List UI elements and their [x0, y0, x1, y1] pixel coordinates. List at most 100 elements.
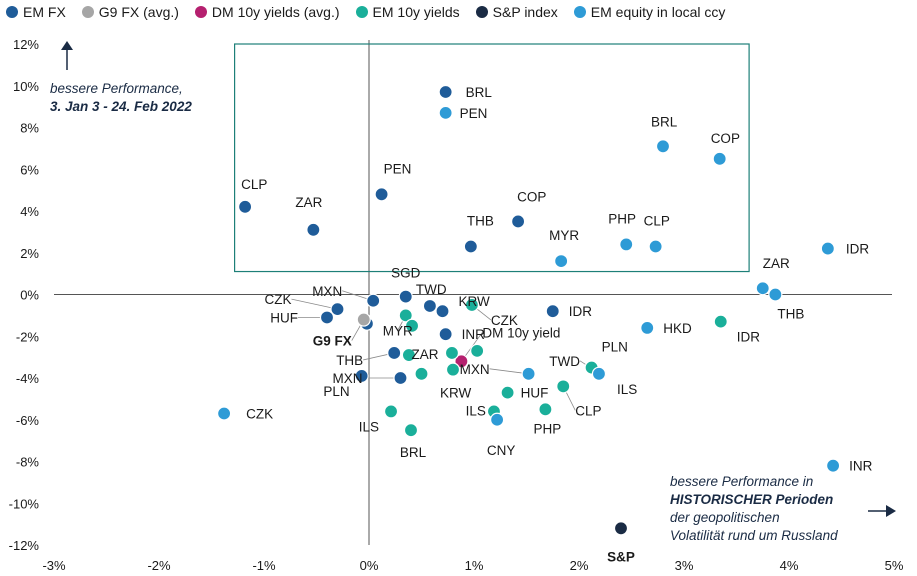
point-label: HUF [270, 310, 298, 325]
y-tick-label: 10% [13, 79, 39, 94]
point-label: MXN [460, 362, 490, 377]
legend-item: G9 FX (avg.) [81, 4, 179, 20]
data-point [655, 139, 671, 154]
data-point [713, 314, 728, 329]
data-point [463, 239, 478, 254]
data-point [464, 297, 479, 313]
legend-item: EM equity in local ccy [573, 4, 725, 20]
point-label: MXN [333, 371, 363, 386]
data-point [755, 281, 770, 296]
data-point [490, 412, 505, 427]
y-tick-label: 2% [20, 246, 39, 261]
data-point [438, 105, 453, 120]
right-arrow-icon [886, 505, 896, 517]
data-point [401, 347, 416, 363]
point-label: KRW [459, 294, 491, 309]
data-point [398, 308, 413, 323]
legend-item: S&P index [475, 4, 558, 20]
point-label: CLP [241, 177, 267, 192]
x-tick-label: -1% [252, 558, 276, 573]
data-point [554, 254, 569, 269]
point-label: KRW [440, 386, 472, 401]
legend-label: G9 FX (avg.) [98, 4, 179, 20]
data-point [538, 402, 553, 417]
point-label: S&P [607, 549, 635, 564]
y-tick-label: 6% [20, 162, 39, 177]
data-point [374, 187, 389, 202]
y-tick-label: -8% [16, 455, 40, 470]
point-label: ZAR [763, 256, 790, 271]
data-point [387, 345, 402, 361]
leader-line [291, 298, 338, 310]
x-tick-label: -2% [147, 558, 171, 573]
x-tick-label: 5% [885, 558, 904, 573]
point-label: MYR [383, 323, 413, 338]
legend-swatch [194, 6, 207, 18]
data-point [648, 239, 663, 254]
data-point [383, 404, 399, 419]
bottom-annotation: bessere Performance in HISTORISCHER Peri… [670, 473, 838, 545]
point-label: PHP [534, 421, 562, 436]
data-point [825, 458, 841, 473]
point-label: HKD [663, 321, 692, 336]
legend-swatch [81, 6, 94, 18]
point-label: G9 FX [313, 334, 352, 349]
x-tick-label: 1% [465, 558, 484, 573]
up-arrow-icon [61, 41, 73, 50]
point-label: ZAR [412, 347, 439, 362]
point-label: BRL [466, 85, 493, 100]
point-label: CNY [487, 443, 516, 458]
y-tick-label: 8% [20, 121, 39, 136]
x-tick-label: 2% [570, 558, 589, 573]
data-point [414, 366, 429, 381]
data-point [319, 310, 335, 325]
point-label: CZK [491, 313, 518, 328]
y-tick-label: -12% [9, 538, 40, 553]
legend-label: DM 10y yields (avg.) [211, 4, 340, 20]
point-label: TWD [549, 354, 580, 369]
x-tick-label: 0% [360, 558, 379, 573]
legend-item: EM 10y yields [355, 4, 460, 20]
data-point [356, 312, 371, 327]
bottom-annotation-line: HISTORISCHER Perioden [670, 492, 834, 507]
data-point [435, 304, 450, 319]
point-label: MXN [312, 284, 342, 299]
data-point [393, 370, 408, 386]
data-point [238, 199, 253, 214]
point-label: IDR [569, 304, 593, 319]
data-point [768, 287, 783, 302]
data-point [712, 151, 727, 166]
top-annotation-line: 3. Jan 3 - 24. Feb 2022 [50, 99, 192, 114]
data-point [403, 423, 419, 438]
point-label: DM 10y yield [482, 325, 560, 340]
y-tick-label: 0% [20, 288, 39, 303]
point-label: BRL [651, 114, 678, 129]
bottom-annotation-line: Volatilität rund um Russland [670, 528, 838, 543]
x-tick-label: 4% [780, 558, 799, 573]
legend-swatch [355, 6, 368, 18]
legend: EM FX G9 FX (avg.) DM 10y yields (avg.) … [6, 2, 725, 22]
data-point [510, 214, 526, 229]
data-point [404, 318, 420, 333]
point-label: ILS [359, 419, 379, 434]
point-label: THB [467, 213, 494, 228]
point-label: HUF [521, 386, 549, 401]
data-point [354, 368, 369, 384]
data-point [591, 366, 607, 381]
data-point [470, 343, 485, 358]
data-point [366, 293, 381, 308]
point-label: THB [777, 307, 804, 322]
x-tick-label: 3% [675, 558, 694, 573]
top-annotation: bessere Performance, 3. Jan 3 - 24. Feb … [50, 80, 192, 116]
data-point [422, 298, 437, 314]
point-label: PLN [323, 384, 349, 399]
legend-label: EM FX [23, 4, 66, 20]
data-point [306, 222, 321, 237]
data-point [330, 302, 345, 317]
y-tick-label: -4% [16, 371, 40, 386]
point-label: ILS [617, 382, 637, 397]
y-tick-label: 4% [20, 204, 39, 219]
data-point [500, 385, 515, 400]
point-label: BRL [400, 445, 427, 460]
